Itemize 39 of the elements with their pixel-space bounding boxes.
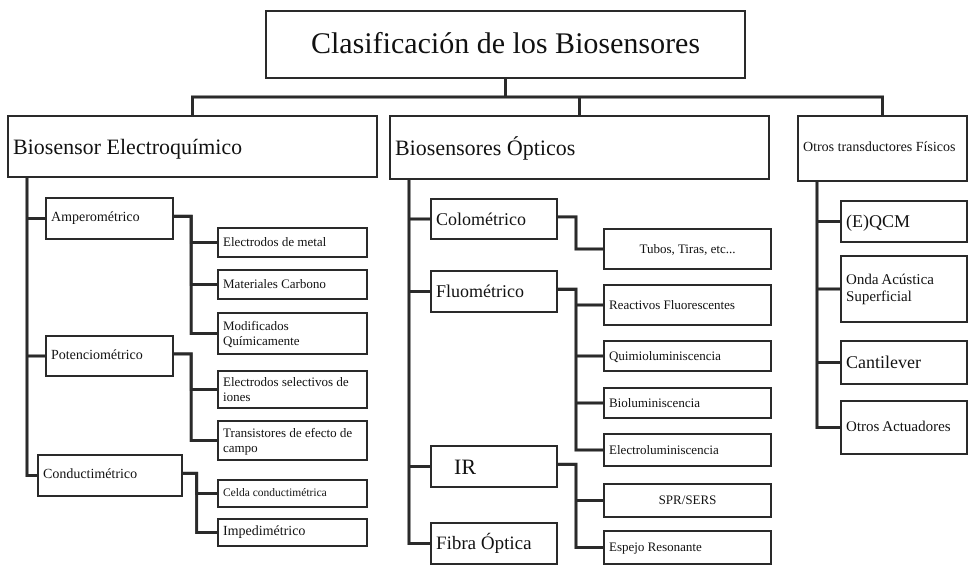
subcategory-box: Conductimétrico — [37, 454, 183, 497]
category-box: Otros transductores Físicos — [797, 115, 968, 182]
connector-line — [183, 472, 217, 534]
subcategory-box: Cantilever — [840, 340, 968, 385]
connector-line — [174, 214, 217, 335]
subcategory-box: Fibra Óptica — [430, 522, 558, 565]
subcategory-box: IR — [430, 445, 558, 488]
subcategory-box: Colométrico — [430, 198, 558, 240]
subcategory-box: Amperométrico — [45, 197, 174, 240]
category-box: Biosensores Ópticos — [389, 115, 770, 180]
connector-line — [174, 352, 217, 442]
connector-line — [816, 182, 840, 429]
leaf-box: Tubos, Tiras, etc... — [603, 228, 772, 270]
leaf-box: Impedimétrico — [217, 518, 368, 547]
leaf-box: Electroluminiscencia — [603, 433, 772, 467]
leaf-box: Transistores de efecto de campo — [217, 420, 368, 461]
subcategory-box: Fluométrico — [430, 270, 558, 313]
connector-line — [558, 462, 603, 549]
title-box: Clasificación de los Biosensores — [265, 10, 746, 79]
leaf-box: Electrodos de metal — [217, 227, 368, 258]
category-box: Biosensor Electroquímico — [7, 115, 378, 178]
subcategory-box: (E)QCM — [840, 200, 968, 243]
leaf-box: Bioluminiscencia — [603, 387, 772, 419]
connector-line — [26, 178, 37, 477]
connector-line — [558, 215, 603, 250]
connector-line — [558, 288, 603, 452]
connector-line — [408, 180, 430, 545]
leaf-box: Electrodos selectivos de iones — [217, 370, 368, 409]
leaf-box: SPR/SERS — [603, 483, 772, 518]
leaf-box: Materiales Carbono — [217, 269, 368, 300]
leaf-box: Quimioluminiscencia — [603, 340, 772, 372]
subcategory-box: Otros Actuadores — [840, 400, 968, 455]
leaf-box: Espejo Resonante — [603, 530, 772, 565]
subcategory-box: Potenciométrico — [45, 335, 174, 377]
leaf-box: Modificados Químicamente — [217, 312, 368, 355]
subcategory-box: Onda Acústica Superficial — [840, 255, 968, 323]
leaf-box: Celda conductimétrica — [217, 479, 368, 508]
leaf-box: Reactivos Fluorescentes — [603, 284, 772, 326]
connector-line — [504, 79, 884, 115]
